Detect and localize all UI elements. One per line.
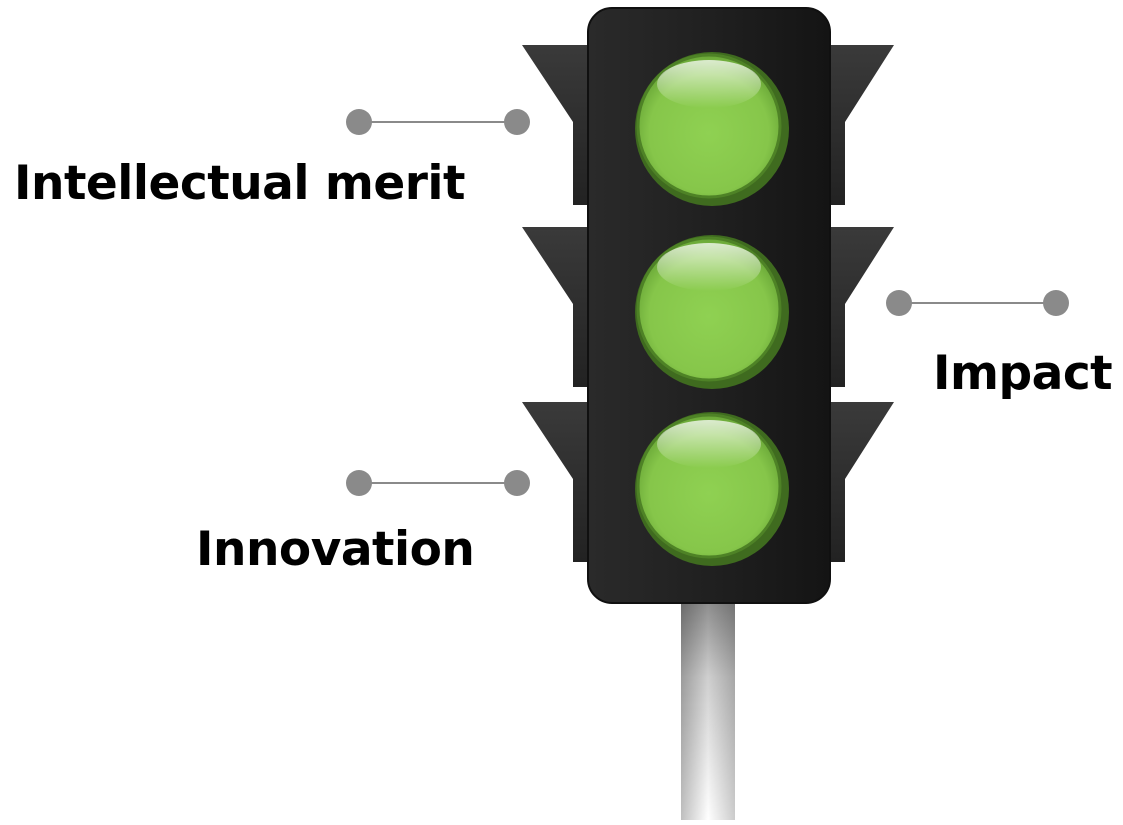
connector-innovation xyxy=(346,470,530,496)
visors xyxy=(522,45,894,562)
label-innovation: Innovation xyxy=(196,522,475,577)
label-intellectual-merit: Intellectual merit xyxy=(14,156,465,211)
lamp-bottom xyxy=(635,412,789,566)
lamp-top xyxy=(635,52,789,206)
label-impact: Impact xyxy=(933,346,1113,401)
pole xyxy=(681,600,735,820)
connector-intellectual-merit xyxy=(346,109,530,135)
connector-impact xyxy=(886,290,1069,316)
lamp-middle xyxy=(635,235,789,389)
